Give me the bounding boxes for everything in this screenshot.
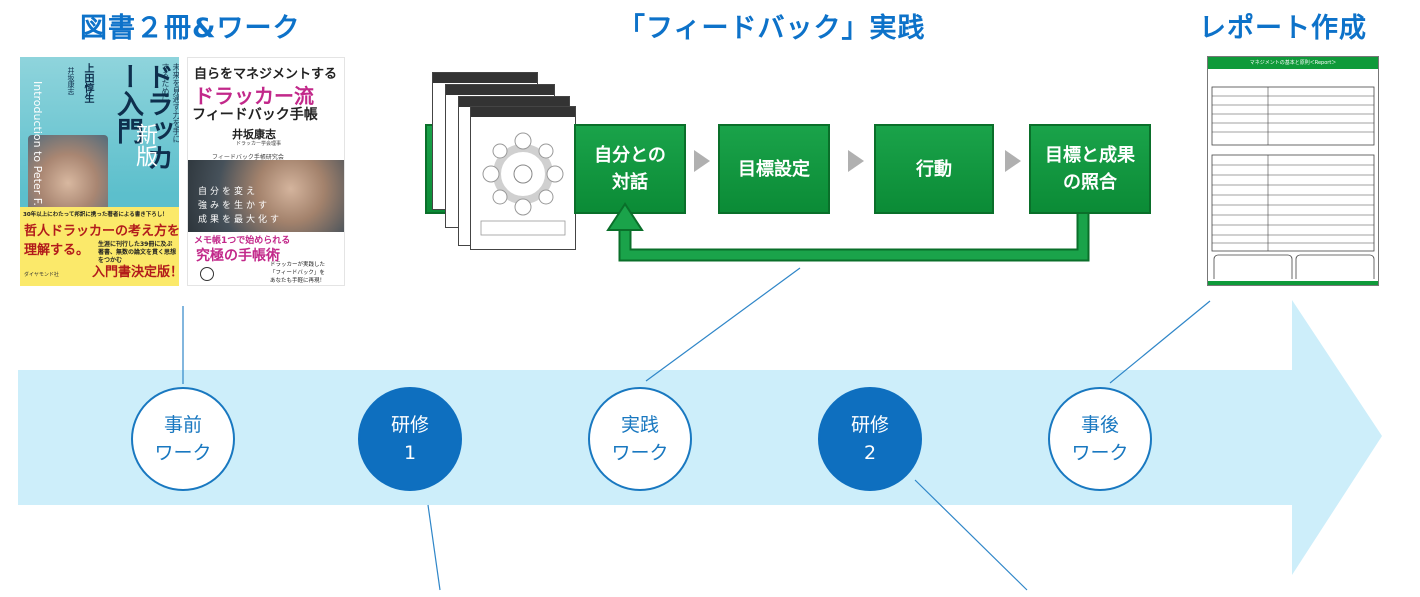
book1-subtitle: 未来を見通す力を手にするために [161, 63, 179, 143]
report-footer-bar [1208, 281, 1378, 285]
book2-photo-text2: 強みを生かす [198, 201, 271, 211]
book1-edition: 新版 [132, 123, 157, 167]
book1-final: 入門書決定版！ [92, 265, 179, 280]
book1-big2: 理解する。 [24, 243, 90, 258]
worksheet-4 [470, 106, 576, 250]
flow-step-goal-review-line1: 目標と成果 [1045, 145, 1135, 166]
phase-training-1-line2: 1 [403, 442, 417, 464]
phase-pre-work-line1: 事前 [163, 414, 202, 436]
book2-photo [188, 160, 344, 232]
flow-step-goal-setting: 目標設定 [718, 124, 830, 214]
flow-step-dialogue: 自分との 対話 [574, 124, 686, 214]
book1-band [20, 207, 179, 286]
book2-bottom2: 「フィードバック」を [270, 270, 325, 276]
flow-step-goal-review-line2: の照合 [1063, 172, 1117, 193]
report-table [1211, 86, 1375, 279]
book2-author: 井坂康志 [232, 128, 276, 141]
heading-books: 図書２冊&ワーク [80, 13, 301, 44]
flow-step-dialogue-line2: 対話 [612, 172, 648, 193]
book2-photo-text3: 成果を最大化す [198, 215, 283, 225]
phase-training-2-line2: 2 [863, 442, 877, 464]
book2-line3: フィードバック手帳 [192, 107, 318, 123]
phase-post-work-line2: ワーク [1071, 442, 1129, 464]
book1-tagline: 30年以上にわたって邦訳に携った著者による書き下ろし！ [23, 212, 168, 218]
book2-publisher-logo [200, 267, 214, 281]
flow-step-action: 行動 [874, 124, 994, 214]
book-drucker-introduction: Introduction to Peter F. Drucker 未来を見通す力… [20, 57, 179, 286]
book2-line1: 自らをマネジメントする [194, 67, 338, 82]
heading-report: レポート作成 [1199, 13, 1367, 44]
flow-arrow-2 [848, 150, 864, 172]
book2-line2: ドラッカー流 [194, 84, 314, 108]
phase-training-2: 研修 2 [818, 387, 922, 491]
book2-assoc: フィードバック手帳研究会 [212, 154, 284, 161]
book1-title: ドラッカー入門 [112, 63, 173, 171]
book-feedback-notebook: 自らをマネジメントする ドラッカー流 フィードバック手帳 井坂康志 ドラッカー学… [187, 57, 345, 286]
book1-big1: 哲人ドラッカーの考え方を [24, 224, 179, 239]
feedback-loop-arrow [606, 202, 1090, 262]
flow-step-goal-setting-label: 目標設定 [738, 158, 810, 180]
book2-promo2: 究極の手帳術 [196, 248, 280, 264]
book2-photo-text1: 自分を変え [198, 187, 259, 197]
phase-pre-work-line2: ワーク [154, 442, 212, 464]
phase-training-1: 研修 1 [358, 387, 462, 491]
report-form: マネジメントの基本と原則＜Report＞ [1207, 56, 1379, 286]
connector-feedback [645, 267, 801, 382]
connector-session1 [427, 504, 441, 591]
phase-practice-work-line1: 実践 [620, 414, 659, 436]
book2-bottom3: あなたも手軽に再現！ [270, 278, 326, 284]
phase-training-1-line1: 研修 [390, 414, 429, 436]
book1-small: 生涯に刊行した39冊に及ぶ著書、無数の論文を貫く思想をつかむ [98, 241, 177, 264]
book1-authors: 上田惇生 [82, 63, 93, 103]
phase-practice-work-line2: ワーク [611, 442, 669, 464]
connector-session2 [914, 479, 1028, 591]
flow-step-goal-review: 目標と成果 の照合 [1029, 124, 1151, 214]
book2-promo1: メモ帳1つで始められる [194, 236, 291, 246]
report-title: マネジメントの基本と原則＜Report＞ [1208, 57, 1378, 69]
phase-practice-work: 実践 ワーク [588, 387, 692, 491]
timeline-arrow-body [18, 300, 1382, 575]
book2-bottom1: ドラッカーが実践した [270, 262, 326, 268]
connector-report [1109, 300, 1211, 384]
phase-post-work-line1: 事後 [1080, 414, 1119, 436]
book2-author-sub: ドラッカー学会理事 [236, 141, 282, 147]
heading-feedback: 「フィードバック」実践 [618, 13, 926, 44]
flow-step-action-label: 行動 [916, 158, 952, 180]
flow-arrow-1 [694, 150, 710, 172]
phase-post-work: 事後 ワーク [1048, 387, 1152, 491]
phase-pre-work: 事前 ワーク [131, 387, 235, 491]
book1-publisher: ダイヤモンド社 [24, 272, 59, 278]
worksheet-diagram [480, 132, 566, 236]
phase-training-2-line1: 研修 [850, 414, 889, 436]
flow-step-dialogue-line1: 自分との [594, 145, 666, 166]
book1-author2: 井坂康志 [67, 67, 75, 95]
flow-arrow-3 [1005, 150, 1021, 172]
